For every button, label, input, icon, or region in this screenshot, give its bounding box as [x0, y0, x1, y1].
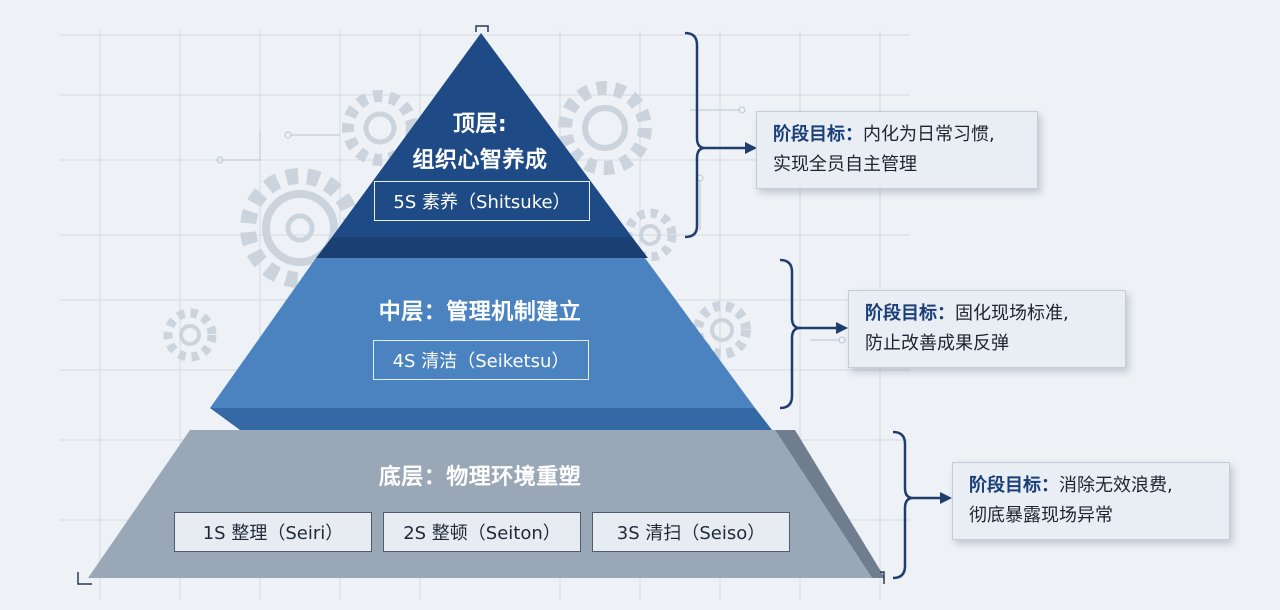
goal-label: 阶段目标： — [969, 475, 1059, 496]
goal-text-line2: 彻底暴露现场异常 — [969, 505, 1113, 526]
middle-tier-side — [210, 408, 772, 430]
goal-label: 阶段目标： — [773, 124, 863, 145]
bottom-tier-shape — [88, 430, 872, 578]
top-tier-title-line2: 组织心智养成 — [412, 148, 548, 173]
s-item-seiri: 1S 整理（Seiri） — [174, 512, 372, 552]
goal-text-line2: 实现全员自主管理 — [773, 154, 917, 175]
s-item-seiso: 3S 清扫（Seiso） — [592, 512, 790, 552]
gear-icon — [558, 81, 652, 175]
middle-tier-title: 中层：管理机制建立 — [378, 300, 582, 325]
s-item-seiton: 2S 整顿（Seiton） — [383, 512, 581, 552]
goal-box-bottom: 阶段目标：消除无效浪费, 彻底暴露现场异常 — [952, 462, 1230, 540]
arrow-right-icon — [800, 322, 848, 334]
goal-text-line1: 内化为日常习惯, — [863, 124, 995, 145]
gear-icon — [163, 308, 217, 362]
s-item-seiketsu: 4S 清洁（Seiketsu） — [373, 340, 589, 380]
goal-box-top: 阶段目标：内化为日常习惯, 实现全员自主管理 — [756, 111, 1038, 189]
gear-icon — [693, 301, 751, 359]
goal-text-line1: 固化现场标准, — [955, 303, 1069, 324]
goal-text-line2: 防止改善成果反弹 — [865, 333, 1009, 354]
bottom-tier-side — [775, 430, 885, 578]
goal-box-middle: 阶段目标：固化现场标准, 防止改善成果反弹 — [848, 290, 1126, 368]
arrow-right-icon — [913, 492, 952, 504]
goal-text-line1: 消除无效浪费, — [1059, 475, 1173, 496]
goal-label: 阶段目标： — [865, 303, 955, 324]
top-tier-title-line1: 顶层: — [452, 112, 508, 137]
arrow-right-icon — [705, 142, 757, 154]
top-tier-shape — [332, 33, 632, 237]
top-tier-side — [316, 237, 648, 258]
middle-tier-shape — [210, 258, 755, 408]
bottom-tier-title: 底层：物理环境重塑 — [378, 465, 582, 490]
s-item-shitsuke: 5S 素养（Shitsuke） — [374, 181, 590, 221]
